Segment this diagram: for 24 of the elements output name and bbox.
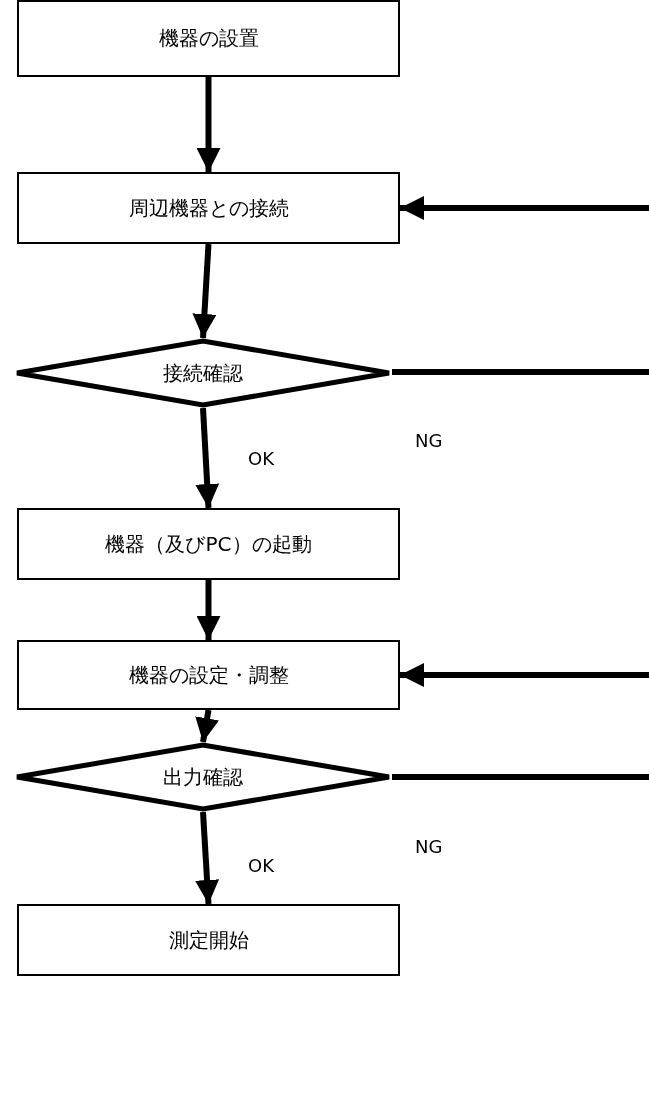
arrow	[192, 243, 217, 339]
node-label: 機器（及びPC）の起動	[105, 530, 312, 558]
node-label: 機器の設置	[158, 25, 259, 52]
node-label: 機器の設定・調整	[128, 661, 289, 689]
node-label: 出力確認	[163, 763, 243, 791]
process-box	[17, 0, 400, 77]
decision-diamond	[14, 742, 392, 812]
process-box	[17, 640, 400, 710]
arrow	[400, 196, 649, 220]
node-label: 周辺機器との接続	[128, 194, 289, 222]
arrow	[195, 811, 220, 905]
decision-diamond	[14, 338, 392, 408]
node-label: 測定開始	[168, 926, 249, 954]
node-label: 接続確認	[163, 359, 243, 387]
arrow	[196, 580, 221, 640]
process-box	[17, 172, 400, 244]
process-box	[17, 904, 400, 976]
arrow	[195, 709, 219, 743]
arrow	[195, 407, 220, 509]
connector-line	[392, 369, 649, 375]
process-box	[17, 508, 400, 580]
arrow	[400, 663, 649, 687]
arrow	[196, 77, 221, 172]
connector-line	[392, 774, 649, 780]
